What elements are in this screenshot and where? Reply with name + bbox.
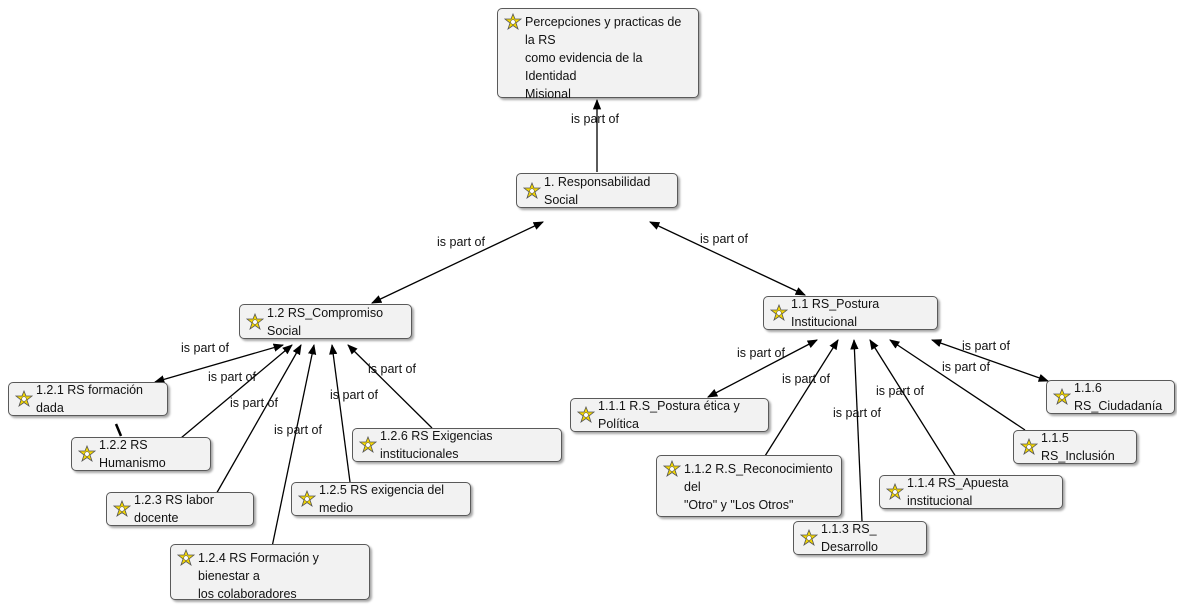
node-1-1-3[interactable]: 1.1.3 RS_ Desarrollo <box>793 521 927 555</box>
edge-label-n124-n12: is part of <box>274 423 322 437</box>
node-1-2[interactable]: 1.2 RS_Compromiso Social <box>239 304 412 339</box>
edge-label-n121-n12: is part of <box>181 341 229 355</box>
node-label: 1.2.4 RS Formación y bienestar a los col… <box>198 551 319 601</box>
code-icon <box>523 181 541 199</box>
edge-n123-n12 <box>214 344 302 497</box>
edge-label-n116-n11: is part of <box>962 339 1010 353</box>
edge-n124-n12 <box>271 343 317 548</box>
code-icon <box>800 529 818 547</box>
edge-n125-n12 <box>329 343 351 483</box>
edge-label-n1-root: is part of <box>571 112 619 126</box>
code-icon <box>177 549 195 567</box>
edge-label-n125-n12: is part of <box>330 388 378 402</box>
node-label: 1.2.2 RS Humanismo <box>99 438 166 470</box>
code-icon <box>1053 388 1071 406</box>
node-label: 1.1.4 RS_Apuesta institucional <box>907 476 1009 508</box>
node-1-1-5[interactable]: 1.1.5 RS_Inclusión <box>1013 430 1137 464</box>
node-label: 1.1.2 R.S_Reconocimiento del "Otro" y "L… <box>684 462 833 512</box>
node-root[interactable]: Percepciones y practicas de la RS como e… <box>497 8 699 101</box>
code-icon <box>504 13 522 31</box>
node-label: 1. Responsabilidad Social <box>544 174 651 207</box>
node-label: 1.2.5 RS exigencia del medio <box>319 483 445 515</box>
node-label: 1.1.6 RS_Ciudadanía <box>1074 381 1163 413</box>
edge-n121-n122 <box>114 423 123 437</box>
node-label: 1.2.1 RS formación dada <box>36 383 143 415</box>
code-icon <box>298 490 316 508</box>
node-1-2-3[interactable]: 1.2.3 RS labor docente <box>106 492 254 526</box>
node-label: 1.2.6 RS Exigencias institucionales <box>380 429 493 461</box>
edge-label-n111-n11: is part of <box>737 346 785 360</box>
node-label: 1.1.1 R.S_Postura ética y Política <box>598 399 740 431</box>
node-1-2-2[interactable]: 1.2.2 RS Humanismo <box>71 437 211 471</box>
edge-label-n114-n11: is part of <box>876 384 924 398</box>
edge-n126-n12 <box>347 344 433 429</box>
code-icon <box>78 445 96 463</box>
code-icon <box>577 406 595 424</box>
code-icon <box>246 312 264 330</box>
code-icon <box>359 436 377 454</box>
edge-n113-n11 <box>850 338 863 522</box>
edge-label-n113-n11: is part of <box>833 406 881 420</box>
edge-label-n115-n11: is part of <box>942 360 990 374</box>
node-1-1-1[interactable]: 1.1.1 R.S_Postura ética y Política <box>570 398 769 432</box>
code-icon <box>1020 438 1038 456</box>
node-label: Percepciones y practicas de la RS como e… <box>525 15 682 101</box>
node-1-1-2[interactable]: 1.1.2 R.S_Reconocimiento del "Otro" y "L… <box>656 455 842 517</box>
node-label: 1.2.3 RS labor docente <box>134 493 214 525</box>
edge-label-n11-n1: is part of <box>700 232 748 246</box>
node-label: 1.1.3 RS_ Desarrollo <box>821 522 878 554</box>
node-1-2-6[interactable]: 1.2.6 RS Exigencias institucionales <box>352 428 562 462</box>
node-label: 1.1.5 RS_Inclusión <box>1041 431 1115 463</box>
code-icon <box>113 500 131 518</box>
code-icon <box>770 304 788 322</box>
node-1-2-4[interactable]: 1.2.4 RS Formación y bienestar a los col… <box>170 544 370 601</box>
node-1-1-4[interactable]: 1.1.4 RS_Apuesta institucional <box>879 475 1063 509</box>
edge-label-n12-n1: is part of <box>437 235 485 249</box>
node-label: 1.2 RS_Compromiso Social <box>267 305 384 338</box>
edge-label-n123-n12: is part of <box>230 396 278 410</box>
node-1-2-1[interactable]: 1.2.1 RS formación dada <box>8 382 168 416</box>
edge-label-n112-n11: is part of <box>782 372 830 386</box>
edge-label-n126-n12: is part of <box>368 362 416 376</box>
code-icon <box>15 390 33 408</box>
node-1-2-5[interactable]: 1.2.5 RS exigencia del medio <box>291 482 471 516</box>
code-icon <box>663 460 681 478</box>
node-label: 1.1 RS_Postura Institucional <box>791 297 880 329</box>
node-1[interactable]: 1. Responsabilidad Social <box>516 173 678 208</box>
node-1-1-6[interactable]: 1.1.6 RS_Ciudadanía <box>1046 380 1175 414</box>
node-1-1[interactable]: 1.1 RS_Postura Institucional <box>763 296 938 330</box>
code-icon <box>886 483 904 501</box>
edge-label-n122-n12: is part of <box>208 370 256 384</box>
